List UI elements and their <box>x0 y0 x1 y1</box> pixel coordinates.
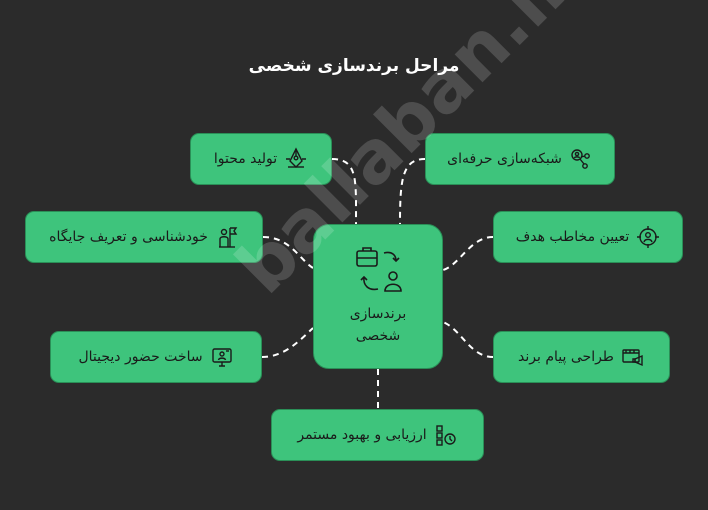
network-people-icon <box>571 149 590 169</box>
step-digital-label: ساخت حضور دیجیتال <box>78 349 203 365</box>
connector-content <box>331 158 358 225</box>
step-audience-label: تعیین مخاطب هدف <box>515 229 630 245</box>
step-content-box: تولید محتوا <box>190 133 332 185</box>
briefcase-person-exchange-icon <box>356 247 402 292</box>
monitor-person-icon <box>211 348 232 367</box>
center-label-line1: برندسازی <box>349 306 407 322</box>
connector-audience <box>442 236 494 271</box>
connector-network <box>399 158 426 225</box>
step-message-label: طراحی پیام برند <box>518 349 614 365</box>
center-label-line2: شخصی <box>355 328 401 344</box>
person-flag-icon <box>218 227 238 248</box>
connector-identity <box>262 236 314 269</box>
center-node: برندسازی شخصی <box>313 224 443 369</box>
step-network-label: شبکه‌سازی حرفه‌ای <box>447 151 562 167</box>
step-improve-box: ارزیابی و بهبود مستمر <box>271 409 484 461</box>
step-network-box: شبکه‌سازی حرفه‌ای <box>425 133 615 185</box>
checklist-clock-icon <box>435 425 456 446</box>
step-content-label: تولید محتوا <box>213 151 278 167</box>
target-person-icon <box>637 226 660 248</box>
pen-tool-icon <box>286 147 307 168</box>
step-identity-box: خودشناسی و تعریف جایگاه <box>25 211 263 263</box>
step-improve-label: ارزیابی و بهبود مستمر <box>297 427 427 443</box>
connector-message <box>442 321 494 358</box>
connector-digital <box>261 327 314 358</box>
center-label: برندسازی شخصی <box>314 303 442 347</box>
step-identity-label: خودشناسی و تعریف جایگاه <box>49 229 208 245</box>
film-megaphone-icon <box>622 349 643 367</box>
step-message-box: طراحی پیام برند <box>493 331 670 383</box>
step-digital-box: ساخت حضور دیجیتال <box>50 331 262 383</box>
step-audience-box: تعیین مخاطب هدف <box>493 211 683 263</box>
diagram-title: مراحل برندسازی شخصی <box>248 56 460 76</box>
